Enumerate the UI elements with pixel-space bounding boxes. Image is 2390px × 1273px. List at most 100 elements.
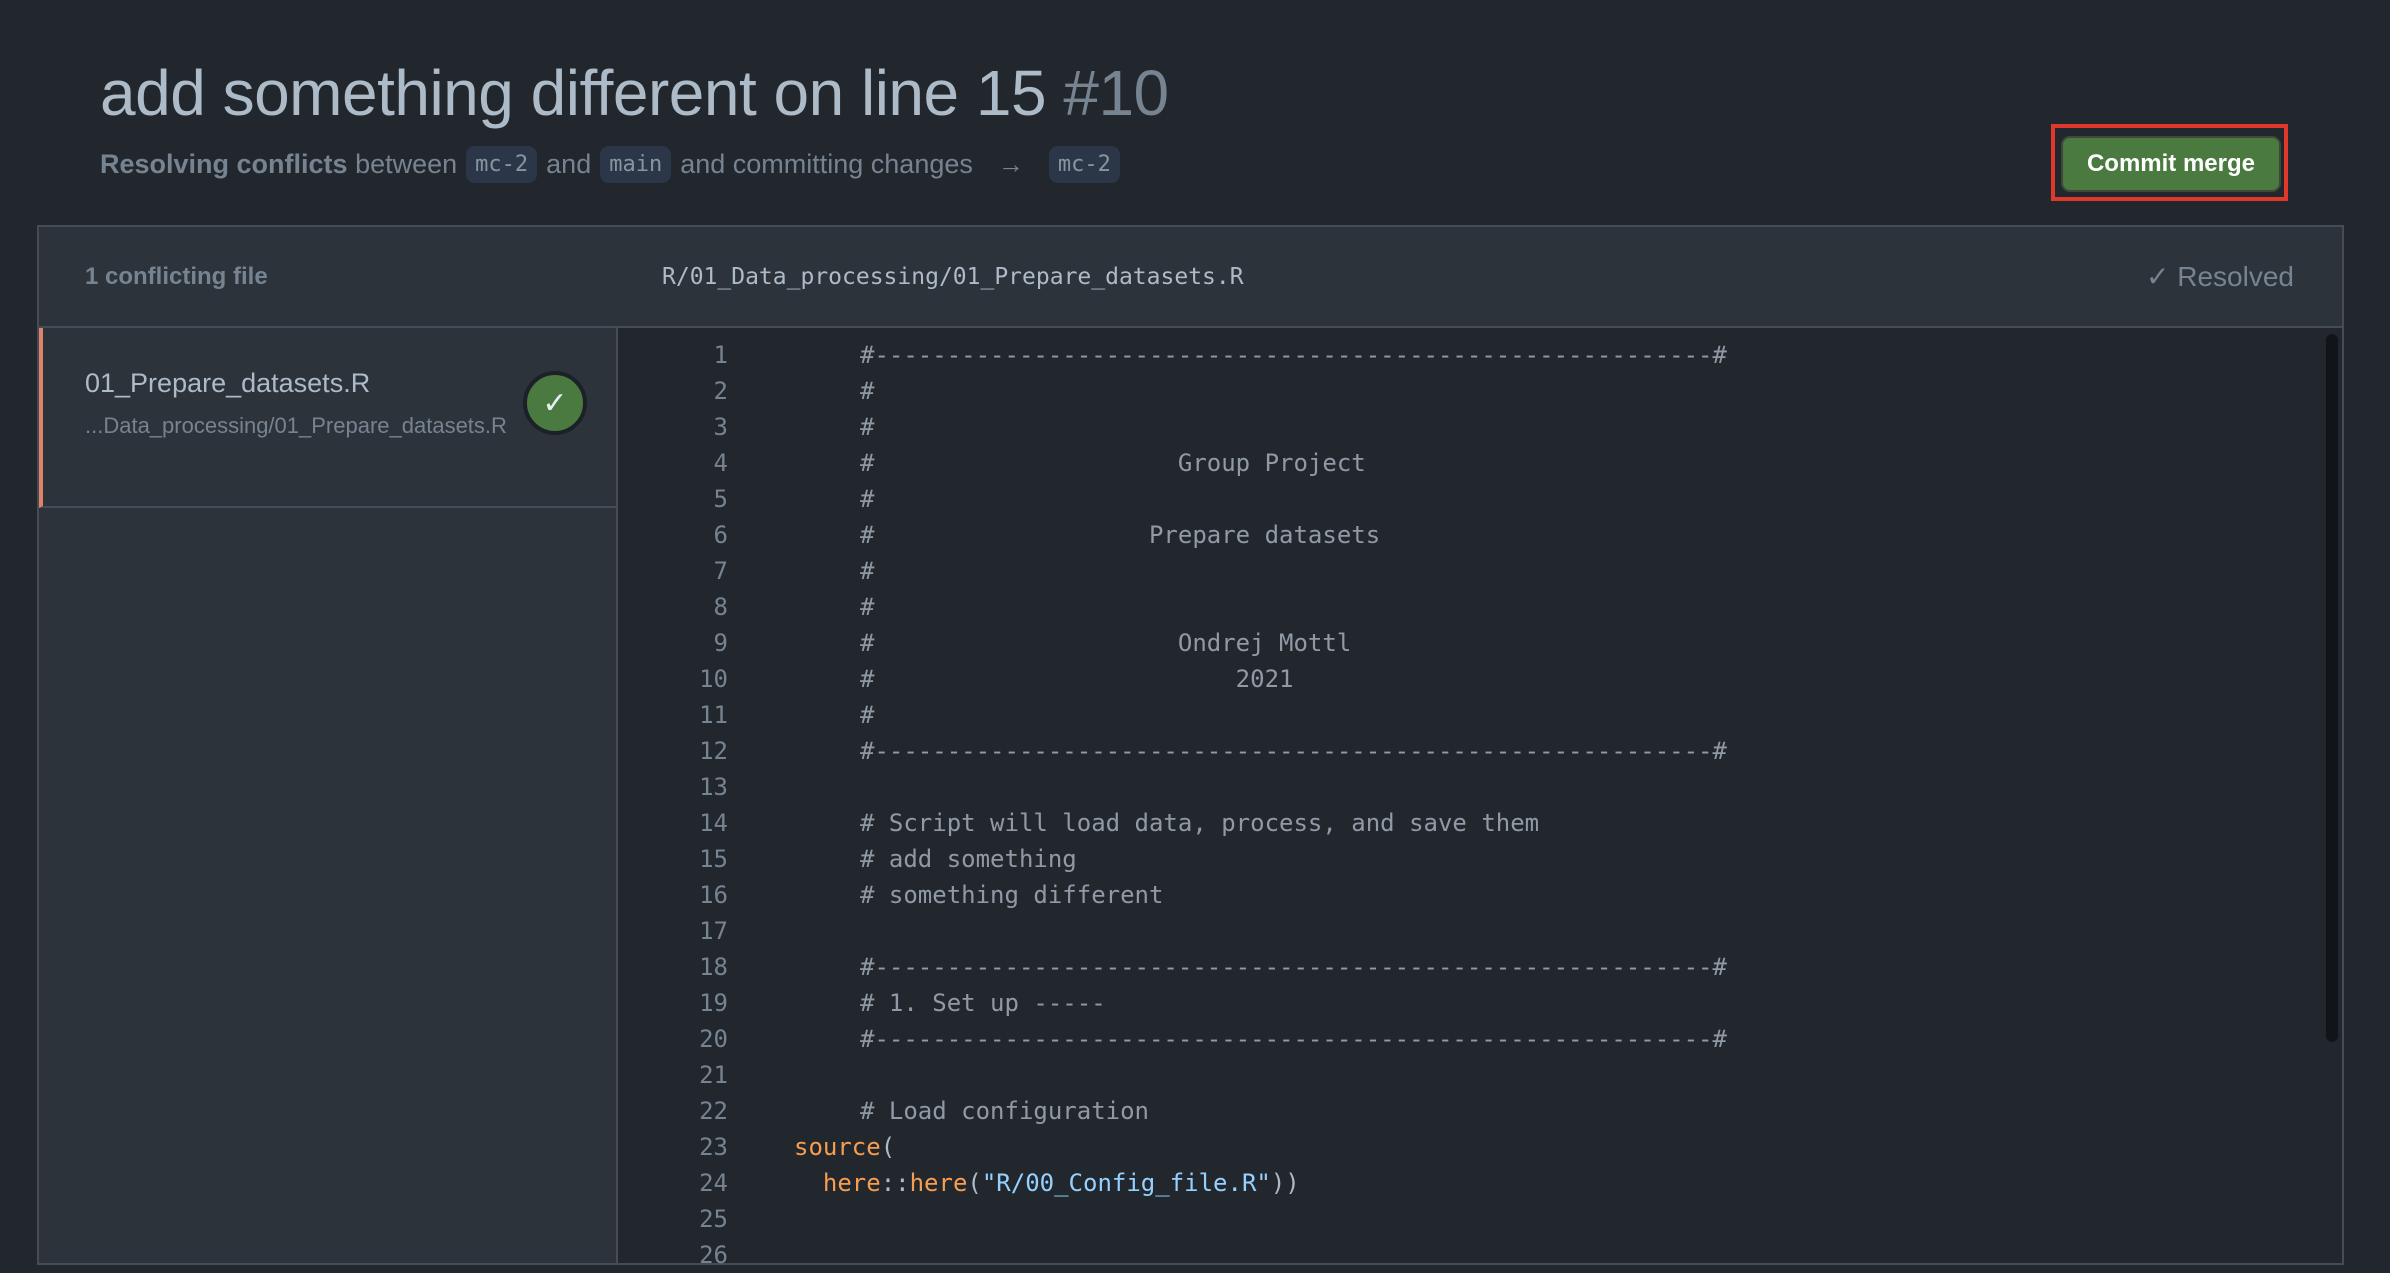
line-number: 6: [713, 521, 728, 549]
pr-number: #10: [1063, 57, 1169, 129]
line-content: source(: [794, 1129, 895, 1165]
code-token: # 2021: [860, 665, 1294, 693]
line-content: #---------------------------------------…: [794, 1021, 1727, 1057]
file-name: 01_Prepare_datasets.R: [85, 368, 371, 398]
code-line: 24 here::here("R/00_Config_file.R")): [616, 1165, 2342, 1201]
code-line: 12 #-------------------------------------…: [616, 733, 2342, 769]
line-content: # Script will load data, process, and sa…: [794, 805, 1539, 841]
line-number: 20: [699, 1025, 728, 1053]
code-token: #: [860, 485, 875, 513]
line-number: 18: [699, 953, 728, 981]
line-number: 17: [699, 917, 728, 945]
line-number: 19: [699, 989, 728, 1017]
line-content: # something different: [794, 877, 1163, 913]
editor-header: R/01_Data_processing/01_Prepare_datasets…: [616, 227, 2342, 328]
code-line: 21: [616, 1057, 2342, 1093]
code-line: 6 # Prepare datasets: [616, 517, 2342, 553]
line-number: 25: [699, 1205, 728, 1233]
line-number: 15: [699, 845, 728, 873]
line-content: # Prepare datasets: [794, 517, 1380, 553]
file-path: ...Data_processing/01_Prepare_datasets.R: [85, 413, 507, 438]
code-token: # something different: [860, 881, 1164, 909]
code-token: [794, 1169, 823, 1197]
line-content: #---------------------------------------…: [794, 949, 1727, 985]
code-token: # Group Project: [860, 449, 1366, 477]
code-line: 19 # 1. Set up -----: [616, 985, 2342, 1021]
line-content: # Load configuration: [794, 1093, 1149, 1129]
line-number: 1: [713, 341, 728, 369]
line-content: # add something: [794, 841, 1077, 877]
code-line: 11 #: [616, 697, 2342, 733]
code-line: 13: [616, 769, 2342, 805]
line-number: 9: [713, 629, 728, 657]
code-token: #---------------------------------------…: [860, 737, 1727, 765]
line-number: 4: [713, 449, 728, 477]
code-token: # add something: [860, 845, 1077, 873]
line-content: #: [794, 589, 874, 625]
line-number: 5: [713, 485, 728, 513]
code-line: 10 # 2021: [616, 661, 2342, 697]
code-token: #: [860, 377, 875, 405]
code-line: 18 #-------------------------------------…: [616, 949, 2342, 985]
code-line: 5#: [616, 481, 2342, 517]
arrow-right-icon: →: [997, 149, 1024, 179]
subtitle-bold: Resolving conflicts between: [100, 149, 458, 179]
and-text: and: [546, 149, 592, 179]
code-line: 26: [616, 1237, 2342, 1273]
line-number: 13: [699, 773, 728, 801]
line-number: 3: [713, 413, 728, 441]
code-token: #: [860, 701, 875, 729]
line-number: 10: [699, 665, 728, 693]
commit-merge-button[interactable]: Commit merge: [2061, 136, 2281, 192]
merge-subtitle: Resolving conflicts between mc-2 and mai…: [100, 146, 1120, 183]
code-token: #---------------------------------------…: [860, 341, 1727, 369]
code-token: (: [967, 1169, 982, 1197]
code-token: source: [794, 1133, 881, 1161]
code-token: #---------------------------------------…: [860, 953, 1727, 981]
code-token: here: [909, 1169, 968, 1197]
title-text: add something different on line 15: [100, 57, 1047, 129]
line-number: 14: [699, 809, 728, 837]
line-number: 16: [699, 881, 728, 909]
line-number: 8: [713, 593, 728, 621]
code-token: "R/00_Config_file.R": [981, 1169, 1271, 1197]
code-token: #---------------------------------------…: [860, 1025, 1727, 1053]
head-branch[interactable]: mc-2: [466, 146, 538, 183]
line-content: # Group Project: [794, 445, 1366, 481]
code-editor[interactable]: 1 #--------------------------------------…: [616, 328, 2342, 1269]
code-token: (: [880, 1133, 896, 1161]
conflict-file-item[interactable]: 01_Prepare_datasets.R ...Data_processing…: [39, 328, 616, 508]
page-title: add something different on line 15 #10: [100, 56, 1169, 130]
line-number: 24: [699, 1169, 728, 1197]
line-content: # 1. Set up -----: [794, 985, 1106, 1021]
code-token: )): [1270, 1169, 1300, 1197]
code-line: 9# Ondrej Mottl: [616, 625, 2342, 661]
code-token: here: [822, 1169, 881, 1197]
code-line: 7#: [616, 553, 2342, 589]
line-content: #: [794, 409, 874, 445]
code-token: ::: [880, 1169, 910, 1197]
conflict-panel: 1 conflicting file 01_Prepare_datasets.R…: [37, 225, 2344, 1269]
code-line: 15 # add something: [616, 841, 2342, 877]
code-line: 8#: [616, 589, 2342, 625]
code-token: # Prepare datasets: [860, 521, 1381, 549]
base-branch[interactable]: main: [600, 146, 672, 183]
line-number: 11: [699, 701, 728, 729]
code-line: 2#: [616, 373, 2342, 409]
line-number: 12: [699, 737, 728, 765]
committing-text: and committing changes: [680, 149, 973, 179]
code-line: 20 #-------------------------------------…: [616, 1021, 2342, 1057]
highlight-box: [2051, 124, 2288, 201]
line-number: 21: [699, 1061, 728, 1089]
code-line: 14 # Script will load data, process, and …: [616, 805, 2342, 841]
code-token: #: [860, 557, 875, 585]
line-number: 7: [713, 557, 728, 585]
conflict-sidebar: 1 conflicting file 01_Prepare_datasets.R…: [39, 227, 618, 1263]
line-content: #---------------------------------------…: [794, 733, 1727, 769]
line-content: #: [794, 697, 874, 733]
resolved-status: ✓ Resolved: [2146, 261, 2294, 292]
scrollbar[interactable]: [2326, 334, 2338, 1042]
code-token: # Load configuration: [860, 1097, 1149, 1125]
target-branch[interactable]: mc-2: [1048, 146, 1120, 183]
